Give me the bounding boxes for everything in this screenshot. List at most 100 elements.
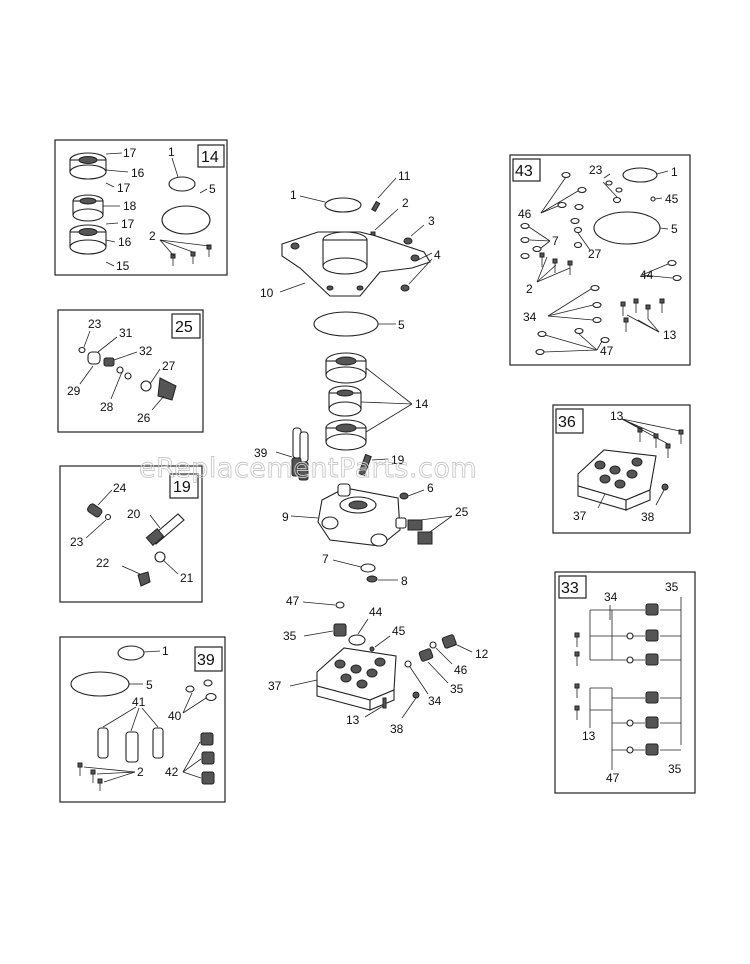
screws xyxy=(159,239,212,266)
kit-25-label: 29 xyxy=(67,384,81,398)
main-label: 3 xyxy=(428,214,435,228)
o-ring-large xyxy=(161,205,211,235)
kit-19-box: 19 24 23 20 22 21 xyxy=(59,465,203,603)
kit-14-label: 15 xyxy=(116,259,130,273)
nut xyxy=(412,691,420,699)
kit-25-label: 27 xyxy=(162,359,176,373)
main-label: 11 xyxy=(398,169,411,183)
o-ring-large xyxy=(70,671,130,697)
kit-25-label: 32 xyxy=(139,344,153,358)
kit-14-box: 14 17 16 17 18 17 xyxy=(54,139,228,276)
crankcase-housing xyxy=(281,231,431,297)
screws xyxy=(539,252,665,332)
o-ring-large xyxy=(593,211,661,245)
kit-39-label: 2 xyxy=(137,765,144,779)
kit-43-label: 47 xyxy=(600,344,614,358)
kit-14-label: 18 xyxy=(123,199,137,213)
washer xyxy=(400,284,410,292)
kit-25-label: 31 xyxy=(119,326,133,340)
kit-19-label: 23 xyxy=(70,535,84,549)
main-label: 6 xyxy=(427,481,434,495)
springs xyxy=(626,603,659,756)
kit-43-label: 23 xyxy=(589,163,603,177)
screws xyxy=(574,632,580,720)
screw xyxy=(382,697,387,709)
unloader-stem xyxy=(358,453,372,477)
main-label: 35 xyxy=(450,682,464,696)
kit-33-label: 35 xyxy=(665,580,679,594)
kit-25-number: 25 xyxy=(175,319,193,336)
kit-33-label: 35 xyxy=(668,762,682,776)
kit-33-box: 33 34 35 xyxy=(554,571,696,794)
main-label: 37 xyxy=(268,679,282,693)
kit-14-label: 1 xyxy=(168,145,175,159)
kit-36-number: 36 xyxy=(558,414,576,431)
kit-43-label: 1 xyxy=(671,165,678,179)
kit-39-box: 39 1 5 41 40 xyxy=(59,636,226,803)
kit-25-label: 26 xyxy=(137,411,151,425)
kit-39-label: 41 xyxy=(132,695,146,709)
spring xyxy=(333,623,347,637)
main-label: 45 xyxy=(392,624,406,638)
spring xyxy=(418,648,434,662)
main-label: 9 xyxy=(282,510,289,524)
main-label: 44 xyxy=(369,605,383,619)
washer xyxy=(366,575,378,583)
main-label: 19 xyxy=(391,453,405,467)
kit-33-label: 13 xyxy=(582,729,596,743)
main-label: 4 xyxy=(434,248,441,262)
kit-43-label: 45 xyxy=(665,192,679,206)
seal-packing-stack xyxy=(325,352,367,451)
kit-14-label: 5 xyxy=(209,182,216,196)
kit-36-label: 37 xyxy=(573,509,587,523)
main-label: 12 xyxy=(475,647,489,661)
washer xyxy=(369,646,375,652)
screw xyxy=(371,200,381,213)
kit-43-label: 2 xyxy=(526,282,533,296)
o-ring-small xyxy=(168,176,196,192)
kit-19-label: 24 xyxy=(113,481,127,495)
o-ring-small xyxy=(117,645,145,661)
kit-43-label: 5 xyxy=(671,222,678,236)
main-label: 2 xyxy=(402,196,409,210)
o-ring-small xyxy=(622,167,658,183)
washer xyxy=(403,237,413,245)
o-ring-small xyxy=(348,634,366,646)
o-ring-small xyxy=(324,197,362,213)
main-label: 7 xyxy=(322,552,329,566)
main-label: 25 xyxy=(455,505,469,519)
o-ring-small xyxy=(360,563,376,573)
kit-14-number: 14 xyxy=(201,149,219,166)
screws xyxy=(637,427,684,458)
springs xyxy=(200,732,215,785)
valve-plate xyxy=(316,647,397,711)
o-ring-small xyxy=(429,641,437,649)
main-label: 13 xyxy=(346,713,360,727)
kit-14-label: 16 xyxy=(118,235,132,249)
main-label: 8 xyxy=(401,574,408,588)
kit-25-label: 28 xyxy=(100,400,114,414)
main-label: 34 xyxy=(428,694,442,708)
main-label: 1 xyxy=(290,188,297,202)
main-pump-assembly: 1 11 2 3 4 10 5 xyxy=(254,169,489,736)
seal-packing-stack xyxy=(69,152,107,255)
main-label: 38 xyxy=(390,722,404,736)
nut xyxy=(661,483,669,491)
kit-39-label: 42 xyxy=(165,765,179,779)
kit-14-label: 17 xyxy=(117,181,131,195)
kit-36-box: 36 13 37 38 xyxy=(552,404,691,534)
main-label: 39 xyxy=(254,446,268,460)
kit-43-label: 7 xyxy=(552,234,559,248)
kit-39-number: 39 xyxy=(197,652,215,669)
kit-14-label: 17 xyxy=(121,217,135,231)
main-label: 35 xyxy=(283,629,297,643)
kit-39-label: 40 xyxy=(168,709,182,723)
seals-small xyxy=(185,679,217,702)
kit-14-label: 17 xyxy=(123,146,137,160)
valve-caps xyxy=(407,519,433,545)
screws xyxy=(77,762,136,791)
main-label: 47 xyxy=(286,594,300,608)
kit-43-label: 34 xyxy=(523,310,537,324)
kit-36-label: 38 xyxy=(641,510,655,524)
